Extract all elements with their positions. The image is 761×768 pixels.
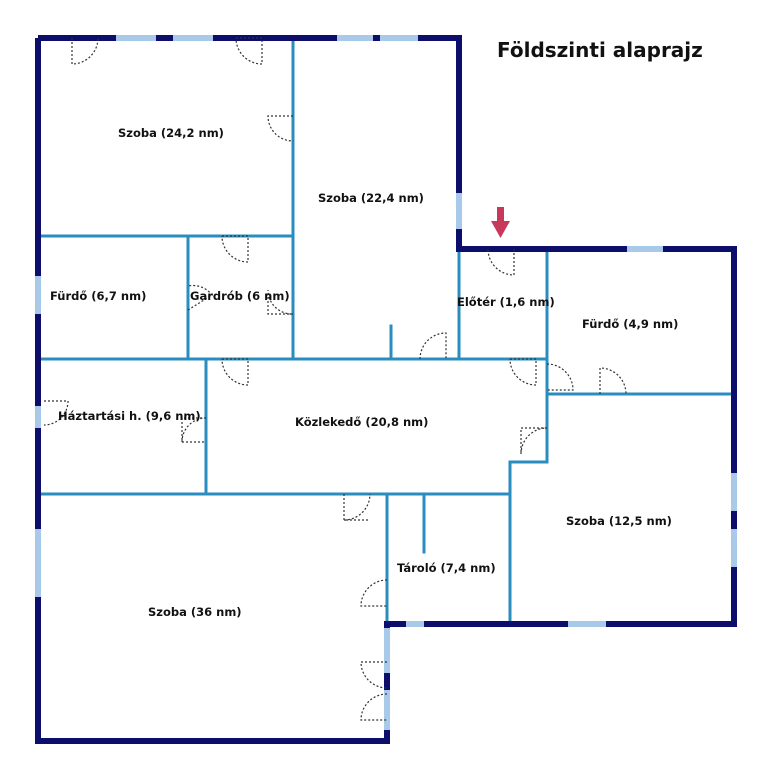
- plan-title: Földszinti alaprajz: [497, 38, 703, 62]
- door-swing-icon: [267, 115, 294, 142]
- window-icon: [35, 529, 41, 597]
- door-swing-icon: [343, 493, 371, 521]
- door-swing-icon: [360, 661, 388, 689]
- door-swing-icon: [221, 358, 249, 386]
- window-icon: [627, 246, 663, 252]
- window-icon: [731, 529, 737, 567]
- window-icon: [384, 628, 390, 673]
- window-icon: [568, 621, 606, 627]
- room-label-tarolo: Tároló (7,4 nm): [397, 561, 496, 575]
- window-icon: [456, 193, 462, 229]
- door-swing-icon: [187, 284, 213, 311]
- window-icon: [380, 35, 418, 41]
- room-label-kozlekedo: Közlekedő (20,8 nm): [295, 415, 428, 429]
- room-label-szoba-36: Szoba (36 nm): [148, 605, 242, 619]
- room-label-eloter: Előtér (1,6 nm): [457, 295, 555, 309]
- room-label-szoba-24: Szoba (24,2 nm): [118, 126, 224, 140]
- room-label-haztartasi: Háztartási h. (9,6 nm): [58, 409, 201, 423]
- door-swing-icon: [360, 579, 388, 607]
- room-label-gardrob: Gardrób (6 nm): [190, 289, 290, 303]
- window-icon: [35, 276, 41, 314]
- inner-walls: [36, 36, 736, 626]
- window-icon: [337, 35, 373, 41]
- door-swing-icon: [419, 332, 447, 360]
- window-icon: [384, 690, 390, 730]
- door-swing-icon: [520, 427, 548, 455]
- door-swing-icon: [235, 37, 263, 65]
- door-swing-icon: [71, 37, 99, 65]
- room-label-szoba-22: Szoba (22,4 nm): [318, 191, 424, 205]
- door-swing-icon: [221, 235, 249, 263]
- door-swing-icon: [546, 363, 574, 391]
- window-icon: [116, 35, 156, 41]
- windows: [35, 35, 737, 730]
- window-icon: [406, 621, 424, 627]
- down-arrow-icon: [491, 207, 510, 238]
- window-icon: [173, 35, 213, 41]
- door-swing-icon: [267, 289, 294, 315]
- doors: [43, 37, 627, 721]
- door-swing-icon: [487, 248, 515, 276]
- window-icon: [731, 473, 737, 511]
- window-icon: [35, 406, 41, 428]
- outer-walls: [35, 35, 737, 744]
- door-swing-icon: [181, 417, 207, 443]
- door-swing-icon: [360, 693, 388, 721]
- room-label-szoba-12: Szoba (12,5 nm): [566, 514, 672, 528]
- door-swing-icon: [509, 358, 537, 386]
- door-swing-icon: [43, 400, 69, 426]
- door-swing-icon: [599, 367, 627, 395]
- room-label-furdo-4: Fürdő (4,9 nm): [582, 317, 678, 331]
- outer-wall: [35, 35, 737, 744]
- room-labels: Szoba (24,2 nm) Szoba (22,4 nm) Fürdő (6…: [50, 126, 678, 619]
- room-label-furdo-6: Fürdő (6,7 nm): [50, 289, 146, 303]
